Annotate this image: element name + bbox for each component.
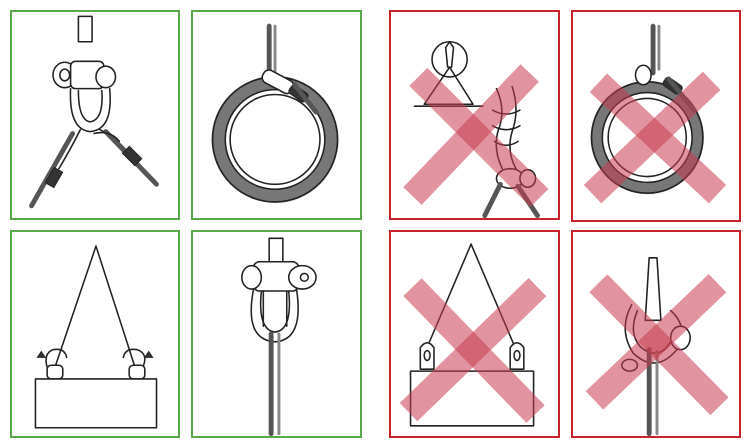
- panel-shackle-pin-correct: [191, 230, 362, 438]
- panel-eye-over-loop-incorrect: [571, 10, 741, 222]
- panel-hooks-turned-in-incorrect: [389, 230, 560, 438]
- hooks-turned-in-illustration: [391, 232, 558, 436]
- two-leg-sling-illustration: [12, 232, 178, 436]
- crossed-slings-illustration: [391, 12, 558, 218]
- panel-thimble-loop-correct: [191, 10, 362, 220]
- panel-two-leg-sling-correct: [10, 230, 180, 438]
- eye-over-loop-illustration: [573, 12, 739, 220]
- panel-multi-leg-sling-correct: [10, 10, 180, 220]
- side-loaded-shackle-illustration: [573, 232, 739, 436]
- thimble-loop-illustration: [193, 12, 360, 218]
- panel-crossed-slings-incorrect: [389, 10, 560, 220]
- panel-side-loaded-shackle-incorrect: [571, 230, 741, 438]
- sling-on-shackle-illustration: [12, 12, 178, 218]
- incorrect-cross-mark: [412, 73, 539, 198]
- shackle-pin-illustration: [193, 232, 360, 436]
